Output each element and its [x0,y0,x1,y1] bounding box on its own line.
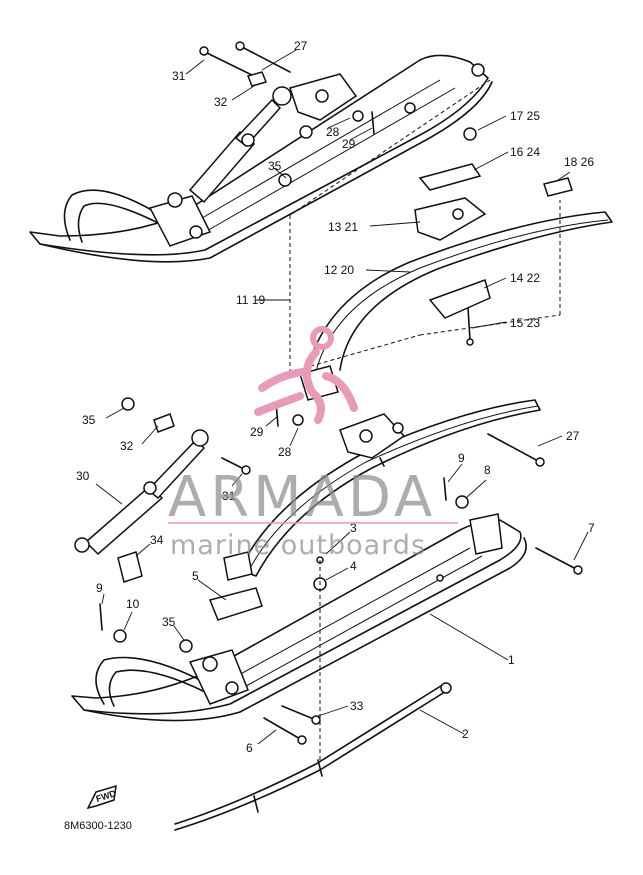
callout-6: 6 [246,741,253,755]
upper-shock-absorber [188,130,256,204]
upper-bolt-27 [239,45,291,73]
callout-28-lower: 28 [278,445,292,459]
callout-28-upper: 28 [326,125,340,139]
callout-13-21: 13 21 [328,220,358,234]
callout-35-lower: 35 [162,615,176,629]
callout-14-22: 14 22 [510,271,540,285]
callout-32-upper: 32 [214,95,228,109]
lower-ski-assembly [71,397,583,831]
callout-35-upper: 35 [268,159,282,173]
callout-31-lower: 31 [222,489,236,503]
callout-7: 7 [588,521,595,535]
spring-seat-14 [428,279,491,319]
callout-18-26: 18 26 [564,155,594,169]
callout-31-upper: 31 [172,69,186,83]
guard-5 [208,587,263,621]
callout-16-24: 16 24 [510,145,540,159]
callout-29-lower: 29 [250,425,264,439]
watermark-rule [168,522,458,524]
callout-29-upper: 29 [342,137,356,151]
collar-32-lower [153,413,175,433]
callout-4: 4 [350,559,357,573]
callout-12-20: 12 20 [324,263,354,277]
callout-27-upper: 27 [294,39,308,53]
collar-18 [543,177,573,197]
upper-ski-loop [63,189,156,241]
lower-ski-body [71,519,522,715]
lower-ski-rear-bracket [469,513,503,555]
callout-2: 2 [462,727,469,741]
callout-34: 34 [150,533,164,547]
shock-absorber-30 [84,484,164,556]
callout-27-lower: 27 [566,429,580,443]
callout-9-front: 9 [96,581,103,595]
bolt-15 [467,307,471,341]
mermaid-logo-icon [254,326,358,424]
callout-3: 3 [350,521,357,535]
nut-8 [455,495,469,509]
spacer-5 [223,551,253,581]
bolt-7 [535,547,579,571]
callouts-lower: 35 32 29 28 27 30 31 9 8 3 4 7 34 5 9 10… [76,413,595,755]
lower-leaf-spring [239,399,541,577]
upper-ski-assembly [29,41,493,263]
nut-35-lower [179,639,193,653]
bolt-27-lower [487,433,541,463]
callout-1: 1 [508,653,515,667]
upper-pin-29 [371,111,375,135]
callout-8: 8 [484,463,491,477]
upper-leaf-spring [299,127,613,401]
spring-group-outline [289,79,561,373]
callout-32-lower: 32 [120,439,134,453]
lower-ski-bracket [188,649,249,705]
bolt-33 [281,705,317,721]
nut-17 [463,127,477,141]
fwd-arrow-icon: FWD [86,784,118,810]
callout-11-19: 11 19 [236,293,265,307]
watermark-tagline: marine outboards [170,530,426,561]
nut-35-lower-top [121,397,135,411]
upper-collar-32 [246,71,268,87]
upper-nut-28 [352,110,364,122]
pin-9-rear [443,477,447,501]
watermark-brand: ARMADA [168,465,436,530]
drawing-code: 8M6300-1230 [64,820,132,832]
callout-10: 10 [126,597,140,611]
lower-ski-loop [95,656,201,705]
callouts-upper: 27 31 32 28 29 35 17 25 16 24 18 26 13 2… [172,39,594,330]
clip-16 [418,163,482,191]
nut-10 [113,629,127,643]
nut-28-lower [292,414,304,426]
pin-9-front [99,603,103,631]
callout-35-lower-top: 35 [82,413,96,427]
callout-17-25: 17 25 [510,109,540,123]
bolt-6 [263,717,303,741]
callout-30: 30 [76,469,90,483]
upper-ski-body [29,54,489,256]
runner-2 [174,689,449,831]
callout-15-23: 15 23 [510,316,540,330]
callout-33: 33 [350,699,364,713]
spring-seat-13 [414,197,487,241]
leader-lines [95,49,589,745]
collar-34 [117,551,143,583]
armada-watermark: ARMADA marine outboards [168,326,458,561]
callout-9-rear: 9 [458,451,465,465]
callout-5: 5 [192,569,199,583]
